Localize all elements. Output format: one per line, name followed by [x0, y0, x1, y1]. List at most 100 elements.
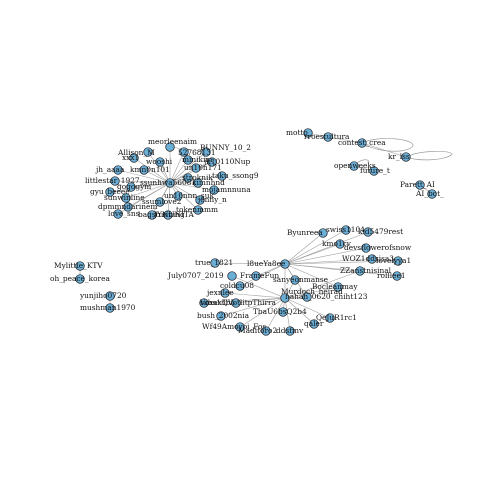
- graph-edge: [143, 169, 171, 184]
- node-label: kmo1cv: [322, 239, 352, 248]
- graph-node[interactable]: [113, 165, 123, 175]
- graph-edge: [235, 297, 286, 304]
- graph-node[interactable]: [227, 271, 237, 281]
- node-label: gogogym: [117, 182, 151, 191]
- graph-node[interactable]: [163, 210, 173, 220]
- graph-edge: [224, 292, 286, 299]
- graph-node[interactable]: [199, 298, 209, 308]
- graph-node[interactable]: [121, 193, 131, 203]
- node-label: FrameFun: [240, 271, 279, 280]
- graph-node[interactable]: [129, 153, 139, 163]
- graph-node[interactable]: [363, 227, 373, 237]
- graph-node[interactable]: [261, 326, 271, 336]
- graph-node[interactable]: [126, 182, 136, 192]
- graph-node[interactable]: [113, 209, 123, 219]
- graph-node[interactable]: [333, 282, 343, 292]
- graph-node[interactable]: [183, 155, 193, 165]
- graph-node[interactable]: [285, 326, 295, 336]
- node-label: tubs13b5: [200, 298, 235, 307]
- graph-edge: [255, 263, 286, 277]
- graph-edge: [220, 297, 286, 317]
- graph-edge: [284, 260, 399, 265]
- graph-node[interactable]: [179, 147, 189, 157]
- graph-node[interactable]: [201, 147, 211, 157]
- graph-node[interactable]: [191, 163, 201, 173]
- graph-node[interactable]: [210, 258, 220, 268]
- graph-node[interactable]: [309, 319, 319, 329]
- graph-edge: [169, 182, 199, 211]
- graph-node[interactable]: [369, 166, 379, 176]
- graph-node[interactable]: [355, 266, 365, 276]
- graph-edge: [284, 232, 324, 265]
- graph-edge: [361, 142, 407, 158]
- graph-edge: [284, 297, 331, 319]
- graph-node[interactable]: [207, 157, 217, 167]
- graph-node[interactable]: [323, 132, 333, 142]
- graph-node[interactable]: [280, 293, 290, 303]
- graph-node[interactable]: [427, 189, 437, 199]
- node-label: mushman1970: [80, 303, 136, 312]
- graph-node[interactable]: [361, 243, 371, 253]
- graph-edge: [284, 247, 367, 265]
- graph-node[interactable]: [341, 225, 351, 235]
- graph-node[interactable]: [75, 274, 85, 284]
- graph-node[interactable]: [143, 147, 153, 157]
- graph-node[interactable]: [290, 275, 300, 285]
- graph-node[interactable]: [393, 256, 403, 266]
- graph-node[interactable]: [367, 254, 377, 264]
- graph-node[interactable]: [335, 239, 345, 249]
- graph-node[interactable]: [75, 261, 85, 271]
- graph-node[interactable]: [392, 271, 402, 281]
- graph-node[interactable]: [302, 292, 312, 302]
- graph-edge: [169, 146, 207, 153]
- node-label: rolllee1: [377, 271, 406, 280]
- node-label: openweeks: [334, 161, 376, 170]
- graph-node[interactable]: [235, 281, 245, 291]
- node-label: littlestar_1927: [85, 176, 140, 185]
- graph-node[interactable]: [105, 291, 115, 301]
- node-label: kimnhnd: [192, 178, 225, 187]
- graph-node[interactable]: [209, 185, 219, 195]
- node-label: ssunhwa5608: [140, 178, 192, 187]
- graph-node[interactable]: [415, 180, 425, 190]
- graph-node[interactable]: [217, 171, 227, 181]
- graph-node[interactable]: [147, 210, 157, 220]
- graph-node[interactable]: [251, 271, 261, 281]
- graph-node[interactable]: [165, 178, 175, 188]
- graph-edge: [214, 262, 286, 265]
- node-label: kid5479rest: [358, 227, 403, 236]
- graph-node[interactable]: [280, 259, 290, 269]
- graph-node[interactable]: [155, 197, 165, 207]
- graph-node[interactable]: [193, 205, 203, 215]
- graph-node[interactable]: [139, 165, 149, 175]
- node-label: Mylittle_KTV: [54, 261, 103, 270]
- node-label: Bocleanmay: [312, 282, 358, 291]
- graph-node[interactable]: [105, 303, 115, 313]
- graph-node[interactable]: [401, 152, 411, 162]
- node-label: jh_aaaa: [95, 165, 125, 174]
- graph-node[interactable]: [155, 157, 165, 167]
- graph-node[interactable]: [193, 178, 203, 188]
- graph-node[interactable]: [318, 228, 328, 238]
- graph-node[interactable]: [110, 176, 120, 186]
- graph-node[interactable]: [303, 128, 313, 138]
- graph-node[interactable]: [105, 187, 115, 197]
- graph-node[interactable]: [278, 307, 288, 317]
- node-label: gyu_beeee: [90, 187, 130, 196]
- graph-node[interactable]: [123, 202, 133, 212]
- graph-edge: [169, 161, 213, 184]
- graph-node[interactable]: [195, 195, 205, 205]
- node-label: 52768131: [178, 148, 216, 157]
- graph-node[interactable]: [357, 138, 367, 148]
- graph-node[interactable]: [183, 173, 193, 183]
- graph-node[interactable]: [165, 142, 175, 152]
- graph-node[interactable]: [173, 191, 183, 201]
- graph-node[interactable]: [231, 298, 241, 308]
- graph-edge: [284, 286, 339, 299]
- graph-node[interactable]: [325, 313, 335, 323]
- graph-node[interactable]: [220, 288, 230, 298]
- graph-node[interactable]: [349, 161, 359, 171]
- graph-node[interactable]: [216, 311, 226, 321]
- graph-node[interactable]: [235, 322, 245, 332]
